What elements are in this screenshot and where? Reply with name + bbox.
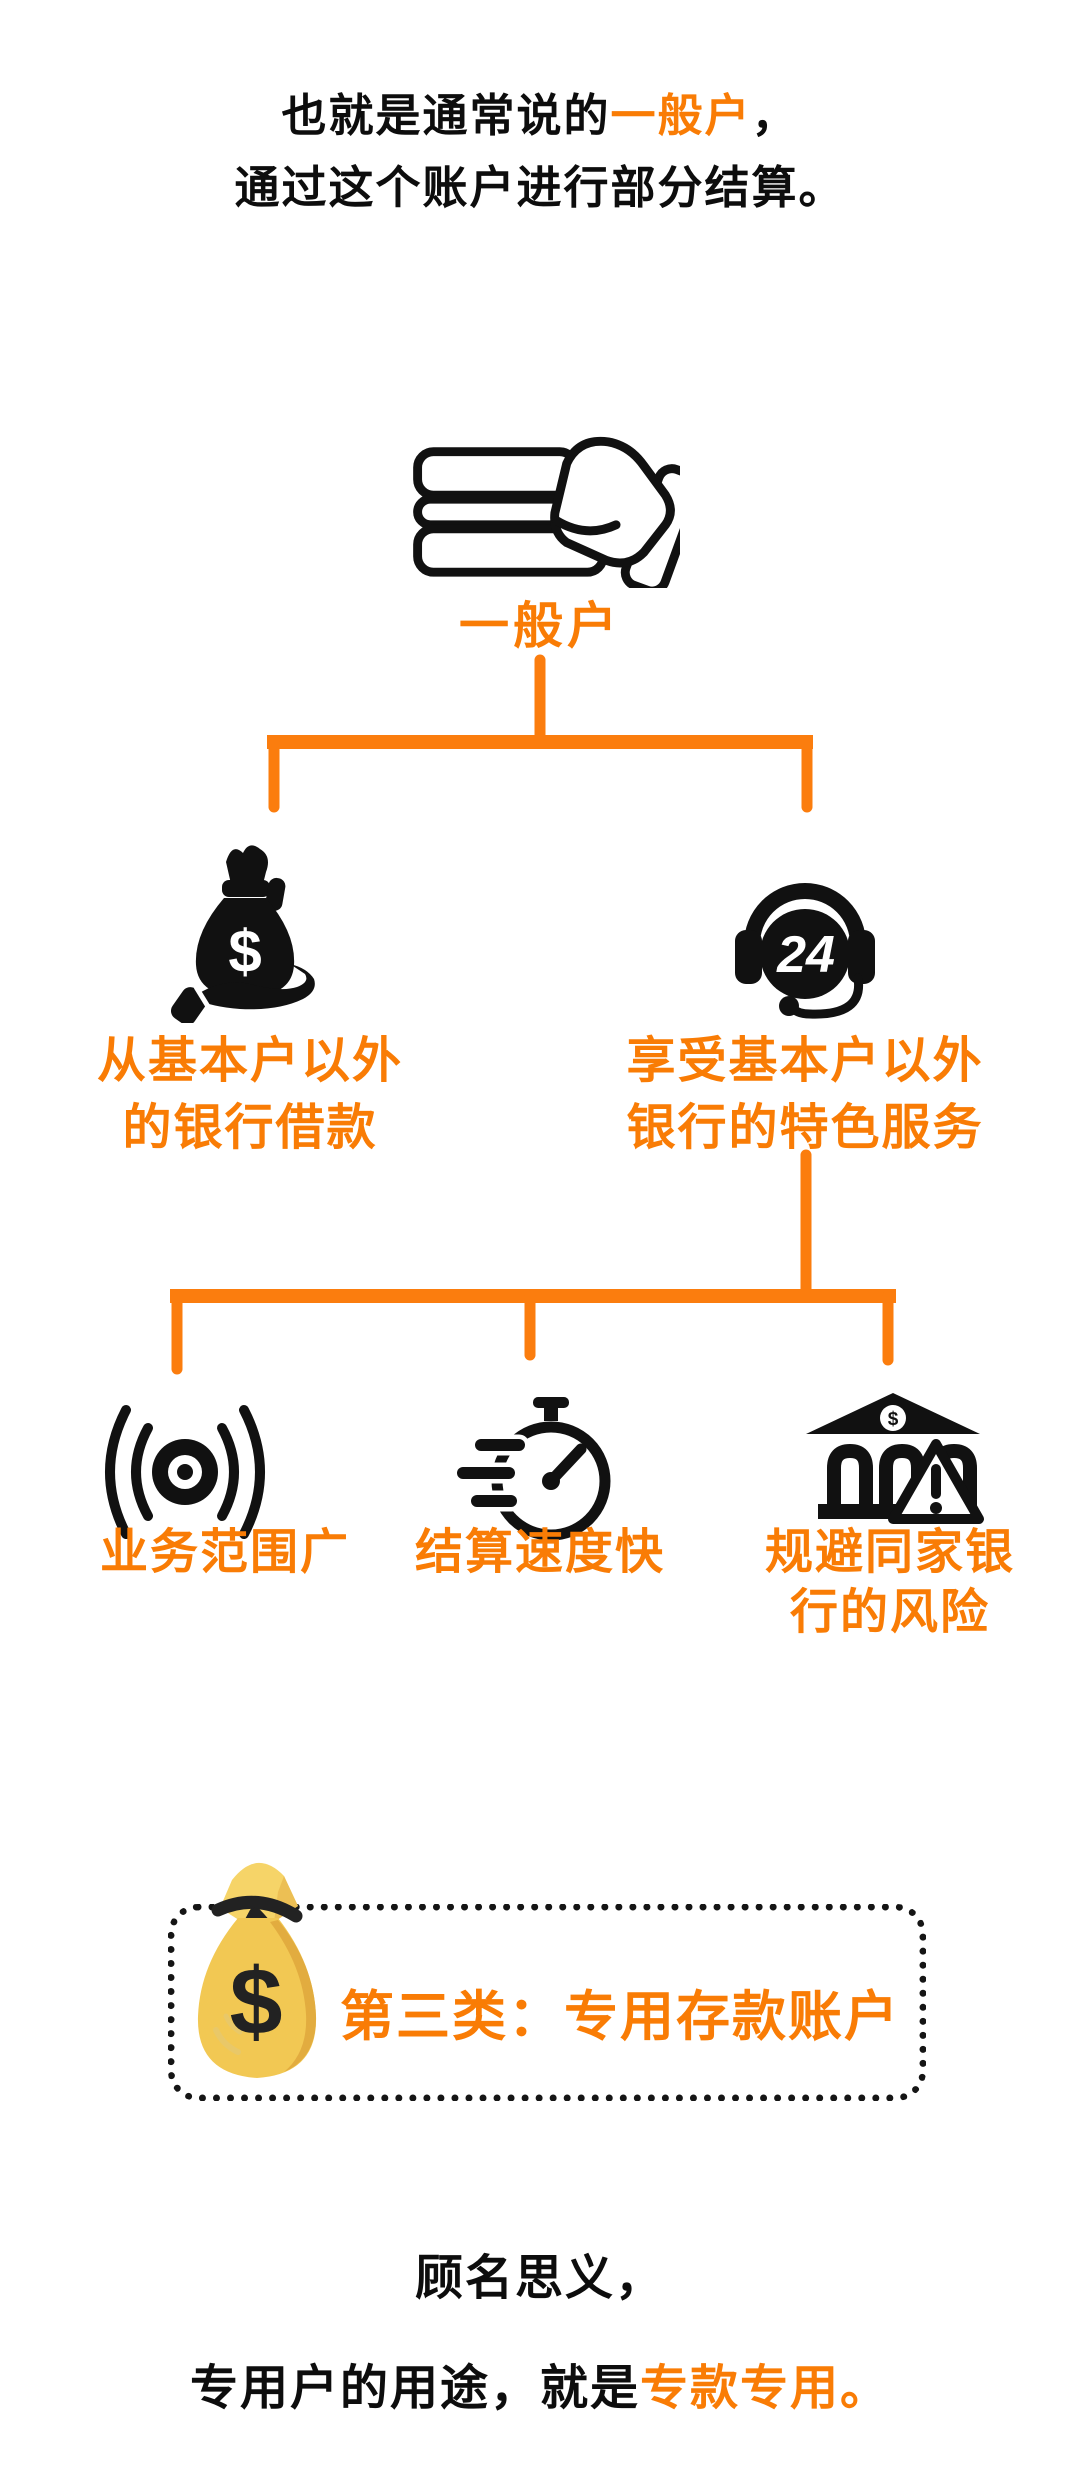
benefit-speed-line1: 结算速度快 bbox=[414, 1526, 665, 1579]
benefit-risk-label: 规避同家银 行的风险 bbox=[693, 1523, 1080, 1643]
outro-line-2: 专用户的用途，就是专款专用。 bbox=[0, 2348, 1080, 2418]
card-in-hand-icon bbox=[413, 436, 680, 588]
moneybag-in-hand-icon: $ bbox=[170, 845, 315, 1023]
svg-text:$: $ bbox=[888, 1409, 899, 1430]
intro-line-2: 通过这个账户进行部分结算。 bbox=[234, 162, 846, 213]
intro-line1-pre: 也就是通常说的 bbox=[281, 90, 611, 141]
general-account-label: 一般户 bbox=[459, 598, 621, 654]
branch-service-line2: 银行的特色服务 bbox=[626, 1101, 984, 1155]
intro-line1-comma: ， bbox=[751, 90, 799, 141]
intro-line-1: 也就是通常说的一般户， bbox=[0, 80, 1080, 152]
intro-text: 也就是通常说的一般户， 通过这个账户进行部分结算。 bbox=[0, 80, 1080, 224]
outro-line2-pre: 专用户的用途，就是 bbox=[189, 2362, 640, 2415]
service-24h-headset-icon: 24 bbox=[735, 883, 875, 1019]
benefit-speed-label: 结算速度快 bbox=[320, 1523, 760, 1583]
benefit-scope-line1: 业务范围广 bbox=[99, 1526, 350, 1579]
bank-warning-icon: $ bbox=[806, 1393, 984, 1524]
category-box-title: 第三类：专用存款账户 bbox=[340, 1987, 900, 2047]
svg-text:$: $ bbox=[228, 918, 261, 985]
branch-borrow-label: 从基本户以外 的银行借款 bbox=[15, 1028, 485, 1162]
branch-borrow-line2: 的银行借款 bbox=[122, 1101, 378, 1155]
branch-service-line1: 享受基本户以外 bbox=[626, 1034, 984, 1088]
benefit-risk-line1: 规避同家银 bbox=[764, 1526, 1015, 1579]
stopwatch-speed-icon bbox=[455, 1397, 611, 1541]
outro-line-1: 顾名思义， bbox=[414, 2252, 665, 2305]
outro-line2-highlight: 专款专用。 bbox=[640, 2362, 891, 2415]
branch-service-label: 享受基本户以外 银行的特色服务 bbox=[560, 1028, 1050, 1162]
gold-moneybag-icon: $ bbox=[197, 1862, 317, 2078]
intro-line1-highlight: 一般户 bbox=[610, 90, 752, 141]
broadcast-signal-icon bbox=[105, 1405, 265, 1539]
benefit-risk-line2: 行的风险 bbox=[789, 1586, 990, 1639]
svg-text:24: 24 bbox=[776, 926, 835, 984]
branch-borrow-line1: 从基本户以外 bbox=[96, 1034, 403, 1088]
benefit-scope-label: 业务范围广 bbox=[0, 1523, 450, 1583]
svg-text:$: $ bbox=[230, 1949, 283, 2055]
